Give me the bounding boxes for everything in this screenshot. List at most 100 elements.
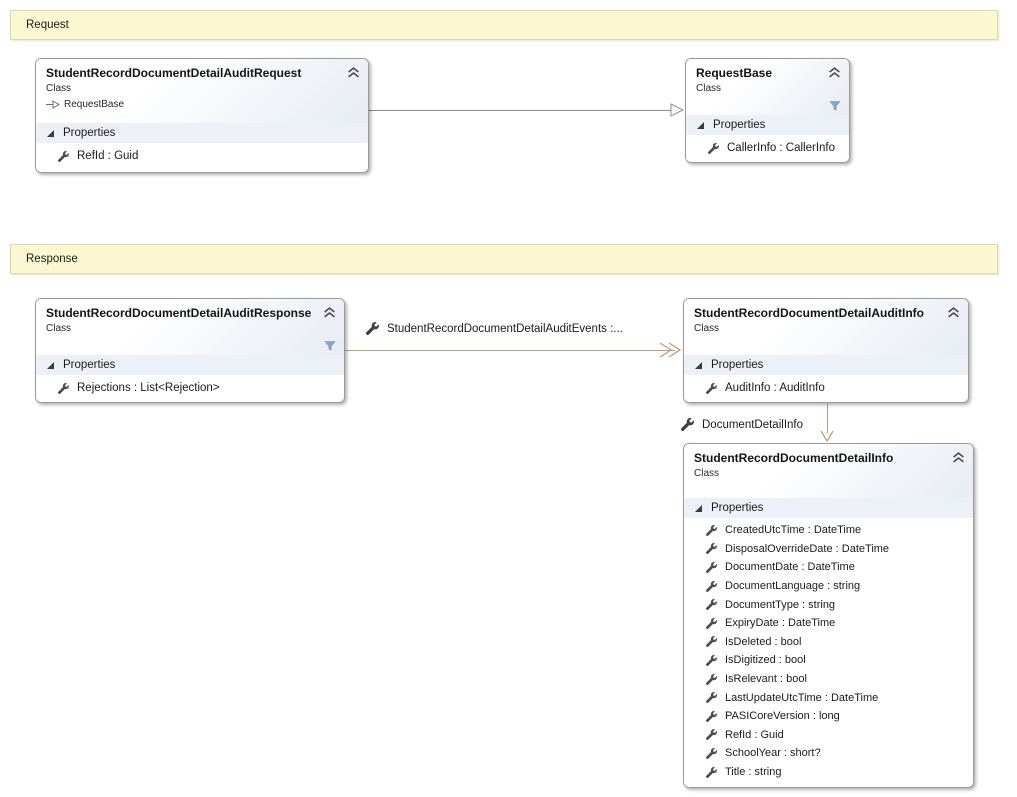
inherits-row: RequestBase — [46, 99, 342, 110]
members-list: CreatedUtcTime : DateTime DisposalOverri… — [684, 518, 973, 787]
properties-section-label: Properties — [711, 359, 764, 371]
member-text: Rejections : List<Rejection> — [77, 382, 220, 394]
properties-section-header[interactable]: Properties — [36, 355, 344, 375]
audit-events-association-text: StudentRecordDocumentDetailAuditEvents :… — [387, 322, 623, 335]
member-row[interactable]: Title : string — [684, 763, 973, 782]
response-group-label: Response — [26, 253, 78, 265]
member-text: CallerInfo : CallerInfo — [727, 142, 836, 154]
member-row[interactable]: IsDeleted : bool — [684, 633, 973, 652]
wrench-icon — [706, 382, 717, 394]
member-text: IsDigitized : bool — [725, 654, 806, 667]
class-kind-label: Class — [46, 323, 72, 334]
wrench-icon — [706, 729, 717, 741]
properties-section-label: Properties — [713, 119, 766, 131]
association-double-chevron-arrowhead-icon — [659, 342, 682, 358]
class-box-document-detail-info[interactable]: StudentRecordDocumentDetailInfo Class Pr… — [683, 443, 974, 788]
class-box-audit-info[interactable]: StudentRecordDocumentDetailAuditInfo Cla… — [683, 298, 969, 403]
document-detail-info-association-text: DocumentDetailInfo — [702, 418, 803, 431]
class-header[interactable]: StudentRecordDocumentDetailAuditRequest … — [36, 59, 368, 123]
wrench-icon — [706, 636, 717, 648]
properties-section-header[interactable]: Properties — [684, 355, 968, 375]
class-box-request-base[interactable]: RequestBase Class Properties CallerInfo … — [685, 58, 850, 163]
class-title: RequestBase — [696, 66, 773, 80]
filter-icon[interactable] — [829, 100, 841, 112]
filter-icon[interactable] — [324, 340, 336, 352]
member-row[interactable]: CallerInfo : CallerInfo — [686, 138, 849, 158]
audit-events-association-connector[interactable] — [345, 350, 675, 351]
triangle-expander-icon[interactable] — [694, 361, 703, 370]
chevron-double-up-icon[interactable] — [323, 307, 336, 318]
class-title: StudentRecordDocumentDetailAuditInfo — [694, 306, 924, 320]
properties-section-header[interactable]: Properties — [684, 498, 973, 518]
member-row[interactable]: CreatedUtcTime : DateTime — [684, 521, 973, 540]
member-row[interactable]: IsDigitized : bool — [684, 651, 973, 670]
member-text: DisposalOverrideDate : DateTime — [725, 542, 890, 555]
wrench-icon — [706, 599, 717, 611]
class-kind-label: Class — [696, 83, 722, 94]
chevron-double-up-icon[interactable] — [347, 67, 360, 78]
member-row[interactable]: SchoolYear : short? — [684, 744, 973, 763]
chevron-double-up-icon[interactable] — [947, 307, 960, 318]
document-detail-info-association-label[interactable]: DocumentDetailInfo — [681, 418, 803, 431]
class-kind-label: Class — [694, 468, 720, 479]
chevron-double-up-icon[interactable] — [952, 452, 965, 463]
inherits-type-name: RequestBase — [64, 99, 125, 110]
member-row[interactable]: RefId : Guid — [36, 146, 368, 166]
properties-section-label: Properties — [711, 502, 764, 514]
member-row[interactable]: PASICoreVersion : long — [684, 707, 973, 726]
member-text: IsRelevant : bool — [725, 673, 807, 686]
member-text: DocumentLanguage : string — [725, 580, 861, 593]
member-row[interactable]: RefId : Guid — [684, 726, 973, 745]
member-text: DocumentType : string — [725, 598, 836, 611]
triangle-expander-icon[interactable] — [696, 121, 705, 130]
triangle-expander-icon[interactable] — [46, 129, 55, 138]
inheritance-arrowhead-icon — [670, 103, 684, 117]
member-row[interactable]: DisposalOverrideDate : DateTime — [684, 540, 973, 559]
document-detail-info-association-connector[interactable] — [827, 404, 828, 433]
properties-section-label: Properties — [63, 127, 116, 139]
wrench-icon — [706, 747, 717, 759]
triangle-expander-icon[interactable] — [694, 504, 703, 513]
class-header[interactable]: StudentRecordDocumentDetailAuditInfo Cla… — [684, 299, 968, 355]
wrench-icon — [706, 617, 717, 629]
member-row[interactable]: DocumentType : string — [684, 595, 973, 614]
association-open-arrowhead-icon — [820, 430, 834, 442]
class-title: StudentRecordDocumentDetailAuditResponse — [46, 306, 312, 320]
member-text: ExpiryDate : DateTime — [725, 617, 836, 630]
response-group-band[interactable]: Response — [10, 244, 998, 274]
chevron-double-up-icon[interactable] — [828, 67, 841, 78]
wrench-icon — [706, 524, 717, 536]
class-title: StudentRecordDocumentDetailInfo — [694, 451, 894, 465]
wrench-icon — [706, 692, 717, 704]
member-row[interactable]: Rejections : List<Rejection> — [36, 378, 344, 398]
member-text: SchoolYear : short? — [725, 747, 821, 760]
class-header[interactable]: StudentRecordDocumentDetailAuditResponse… — [36, 299, 344, 355]
class-header[interactable]: RequestBase Class — [686, 59, 849, 115]
properties-section-label: Properties — [63, 359, 116, 371]
class-header[interactable]: StudentRecordDocumentDetailInfo Class — [684, 444, 973, 498]
wrench-icon — [681, 418, 694, 431]
triangle-expander-icon[interactable] — [46, 361, 55, 370]
properties-section-header[interactable]: Properties — [686, 115, 849, 135]
members-list: RefId : Guid — [36, 143, 368, 172]
audit-events-association-label[interactable]: StudentRecordDocumentDetailAuditEvents :… — [366, 322, 623, 335]
member-row[interactable]: LastUpdateUtcTime : DateTime — [684, 688, 973, 707]
inheritance-connector[interactable] — [369, 110, 671, 111]
member-text: IsDeleted : bool — [725, 635, 802, 648]
member-text: AuditInfo : AuditInfo — [725, 382, 825, 394]
properties-section-header[interactable]: Properties — [36, 123, 368, 143]
class-box-audit-request[interactable]: StudentRecordDocumentDetailAuditRequest … — [35, 58, 369, 173]
member-row[interactable]: DocumentLanguage : string — [684, 577, 973, 596]
wrench-icon — [706, 654, 717, 666]
request-group-band[interactable]: Request — [10, 10, 998, 40]
member-row[interactable]: ExpiryDate : DateTime — [684, 614, 973, 633]
class-box-audit-response[interactable]: StudentRecordDocumentDetailAuditResponse… — [35, 298, 345, 403]
member-row[interactable]: IsRelevant : bool — [684, 670, 973, 689]
class-kind-label: Class — [46, 83, 72, 94]
member-row[interactable]: DocumentDate : DateTime — [684, 558, 973, 577]
member-text: CreatedUtcTime : DateTime — [725, 524, 862, 537]
member-row[interactable]: AuditInfo : AuditInfo — [684, 378, 968, 398]
wrench-icon — [366, 322, 379, 335]
wrench-icon — [706, 580, 717, 592]
